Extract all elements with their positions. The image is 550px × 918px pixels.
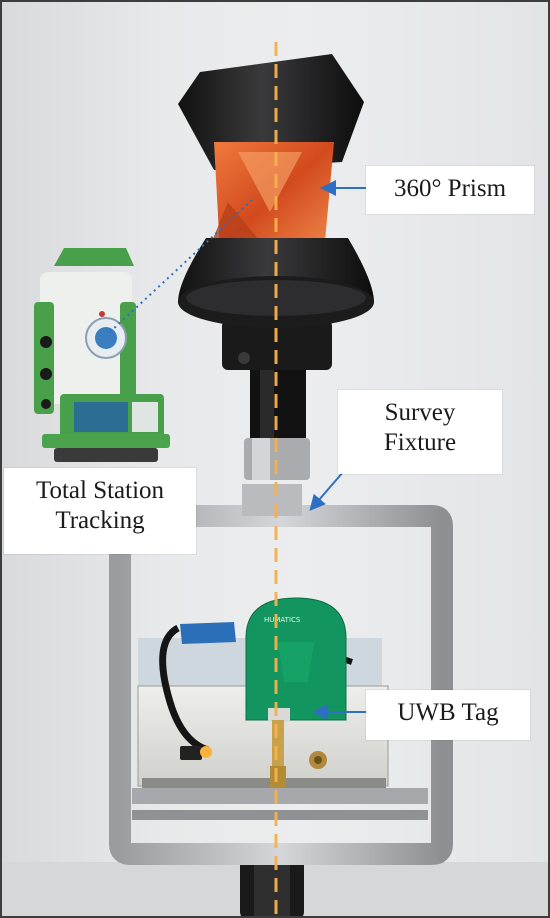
total-station-icon [34,248,170,462]
uwb-tag-label: UWB Tag [366,690,530,740]
survey-fixture-label: Survey Fixture [338,390,502,474]
total-station-tracking-label: Total Station Tracking [4,468,196,554]
prism-mount [222,320,332,480]
mount-pole [240,852,304,916]
tag-brand-text: HUMATICS [264,616,301,624]
prism-label: 360° Prism [366,166,534,214]
tracking-line [109,199,253,333]
prism-icon [178,54,374,328]
uwb-tag-icon: HUMATICS [245,597,347,788]
